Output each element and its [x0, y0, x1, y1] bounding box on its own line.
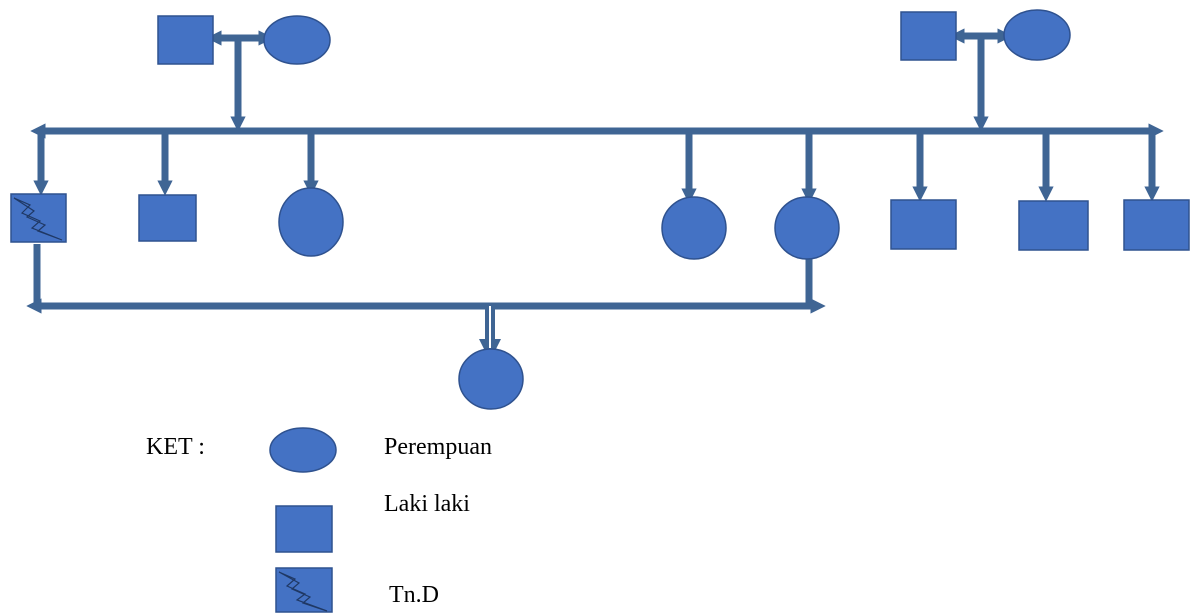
- lightning-icon: [13, 197, 63, 241]
- legend-male-square-icon: [275, 505, 333, 553]
- connector-lines: [26, 28, 1164, 362]
- legend-patient-label: Tn.D: [389, 582, 439, 608]
- legend-male-label: Laki laki: [384, 491, 470, 517]
- male-child-square-7: [1018, 200, 1089, 251]
- female-child-circle-5: [774, 196, 840, 260]
- female-child-circle-4: [661, 196, 727, 260]
- grandmother-right-circle: [1003, 9, 1071, 61]
- legend-female-circle-icon: [269, 427, 337, 473]
- legend-female-label: Perempuan: [384, 434, 492, 460]
- legend-lightning-icon: [278, 571, 328, 612]
- legend-patient-square-icon: [275, 567, 333, 613]
- grandmother-left-circle: [263, 15, 331, 65]
- patient-square-icon: [10, 193, 67, 243]
- male-child-square-8: [1123, 199, 1190, 251]
- legend-heading: KET :: [146, 434, 205, 460]
- female-child-circle-3: [278, 187, 344, 257]
- grandfather-left-square: [157, 15, 214, 65]
- grandchild-female-circle: [458, 348, 524, 410]
- male-child-square-6: [890, 199, 957, 250]
- male-child-square-2: [138, 194, 197, 242]
- grandfather-right-square: [900, 11, 957, 61]
